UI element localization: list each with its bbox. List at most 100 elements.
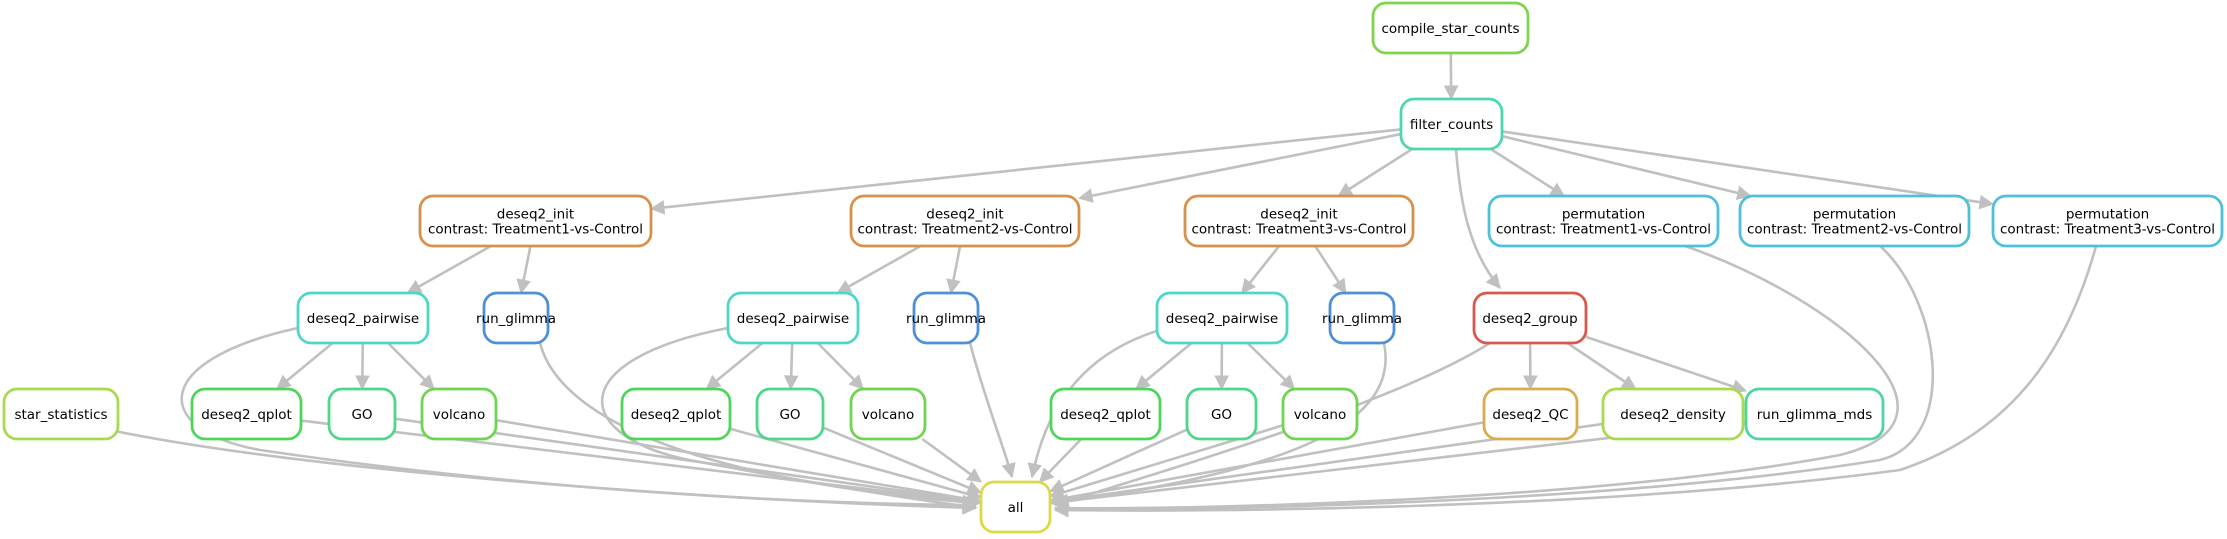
- edge-arrowhead: [1279, 374, 1296, 390]
- edge-filter-to-perm2: [1501, 134, 1752, 200]
- node-box: [1472, 291, 1588, 345]
- edge-pair3-to-qplot3: [1134, 341, 1193, 390]
- edge-line: [286, 341, 334, 382]
- node-qc: deseq2_QC: [1482, 387, 1579, 441]
- edge-line: [1091, 132, 1402, 198]
- node-box: [1049, 387, 1162, 441]
- node-label: run_glimma_mds: [1757, 407, 1873, 423]
- node-label: GO: [351, 407, 372, 423]
- edge-arrowhead: [516, 278, 531, 295]
- edge-line: [387, 342, 426, 381]
- node-label: filter_counts: [1410, 117, 1493, 133]
- node-box: [1328, 291, 1396, 345]
- edge-filter-to-init2: [1077, 132, 1402, 203]
- node-label: volcano: [862, 407, 915, 423]
- node-label: deseq2_pairwise: [307, 311, 419, 327]
- edge-line: [109, 428, 977, 510]
- edge-line: [789, 342, 794, 377]
- node-mds: run_glimma_mds: [1744, 387, 1885, 441]
- node-volcano2: volcano: [849, 387, 927, 441]
- node-box: [190, 387, 303, 441]
- edge-group-to-mds: [1585, 335, 1748, 394]
- edge-filter-to-group: [1454, 148, 1501, 289]
- edge-arrowhead: [1053, 502, 1069, 518]
- edge-line: [418, 244, 492, 288]
- edge-line: [968, 342, 1014, 478]
- node-label: contrast: Treatment3-vs-Control: [1191, 222, 1406, 238]
- node-box: [1482, 387, 1579, 441]
- node-label: deseq2_pairwise: [1166, 311, 1278, 327]
- node-go3: GO: [1185, 387, 1258, 441]
- edge-line: [848, 244, 922, 288]
- edge-pair2-to-volcano2: [816, 342, 865, 390]
- node-box: [327, 387, 397, 441]
- node-label: run_glimma: [476, 311, 556, 327]
- edge-arrowhead: [1485, 272, 1501, 289]
- edge-pair2-to-go2: [783, 342, 799, 391]
- node-box: [482, 291, 550, 345]
- node-box: [1487, 194, 1720, 248]
- edge-line: [921, 437, 972, 476]
- edge-arrowhead: [946, 278, 961, 295]
- node-pair1: deseq2_pairwise: [296, 291, 430, 345]
- edge-group-to-qc: [1522, 342, 1538, 391]
- node-label: deseq2_qplot: [201, 407, 292, 423]
- edge-init3-to-glimma3: [1314, 245, 1347, 294]
- edge-line: [1348, 147, 1413, 191]
- node-box: [296, 291, 430, 345]
- node-pair2: deseq2_pairwise: [726, 291, 860, 345]
- node-label: deseq2_density: [1620, 407, 1726, 423]
- node-glimma3: run_glimma: [1322, 291, 1402, 345]
- node-label: contrast: Treatment2-vs-Control: [1747, 222, 1962, 238]
- node-label: GO: [779, 407, 800, 423]
- node-box: [420, 387, 498, 441]
- node-label: all: [1008, 500, 1024, 516]
- node-label: deseq2_qplot: [631, 407, 722, 423]
- edge-arrowhead: [1048, 494, 1065, 509]
- node-box: [1738, 194, 1971, 248]
- node-density: deseq2_density: [1601, 387, 1745, 441]
- edge-arrowhead: [1027, 462, 1042, 479]
- node-box: [849, 194, 1081, 248]
- edge-arrowhead: [1001, 462, 1016, 479]
- node-all: all: [979, 480, 1052, 534]
- node-go2: GO: [755, 387, 825, 441]
- edge-arrowhead: [1978, 194, 1995, 210]
- node-box: [1601, 387, 1745, 441]
- node-group: deseq2_group: [1472, 291, 1588, 345]
- node-label: run_glimma: [906, 311, 986, 327]
- node-label: deseq2_pairwise: [737, 311, 849, 327]
- edge-line: [600, 326, 977, 509]
- edge-line: [663, 128, 1402, 209]
- edge-line: [1054, 245, 1934, 511]
- edge-line: [522, 245, 532, 281]
- node-starstat: star_statistics: [2, 387, 120, 441]
- node-label: volcano: [433, 407, 486, 423]
- edge-line: [1054, 245, 2098, 512]
- node-box: [979, 480, 1052, 534]
- edge-line: [1062, 421, 1485, 500]
- edge-init1-to-glimma1: [516, 245, 532, 295]
- node-box: [1371, 1, 1530, 55]
- node-label: deseq2_group: [1482, 311, 1577, 327]
- edge-line: [180, 326, 977, 507]
- edge-filter-to-perm1: [1489, 147, 1566, 197]
- node-label: run_glimma: [1322, 311, 1402, 327]
- node-label: contrast: Treatment1-vs-Control: [428, 222, 643, 238]
- node-label: permutation: [2066, 207, 2149, 223]
- node-box: [418, 194, 653, 248]
- edge-arrowhead: [1522, 375, 1538, 391]
- edge-arrowhead: [961, 498, 978, 514]
- edge-arrowhead: [965, 480, 983, 495]
- edge-arrowhead: [1337, 182, 1354, 197]
- edge-init2-to-glimma2: [946, 245, 962, 295]
- node-box: [1991, 194, 2224, 248]
- edge-line: [300, 419, 969, 503]
- node-glimma2: run_glimma: [906, 291, 986, 345]
- edge-init2-to-pair2: [836, 244, 922, 294]
